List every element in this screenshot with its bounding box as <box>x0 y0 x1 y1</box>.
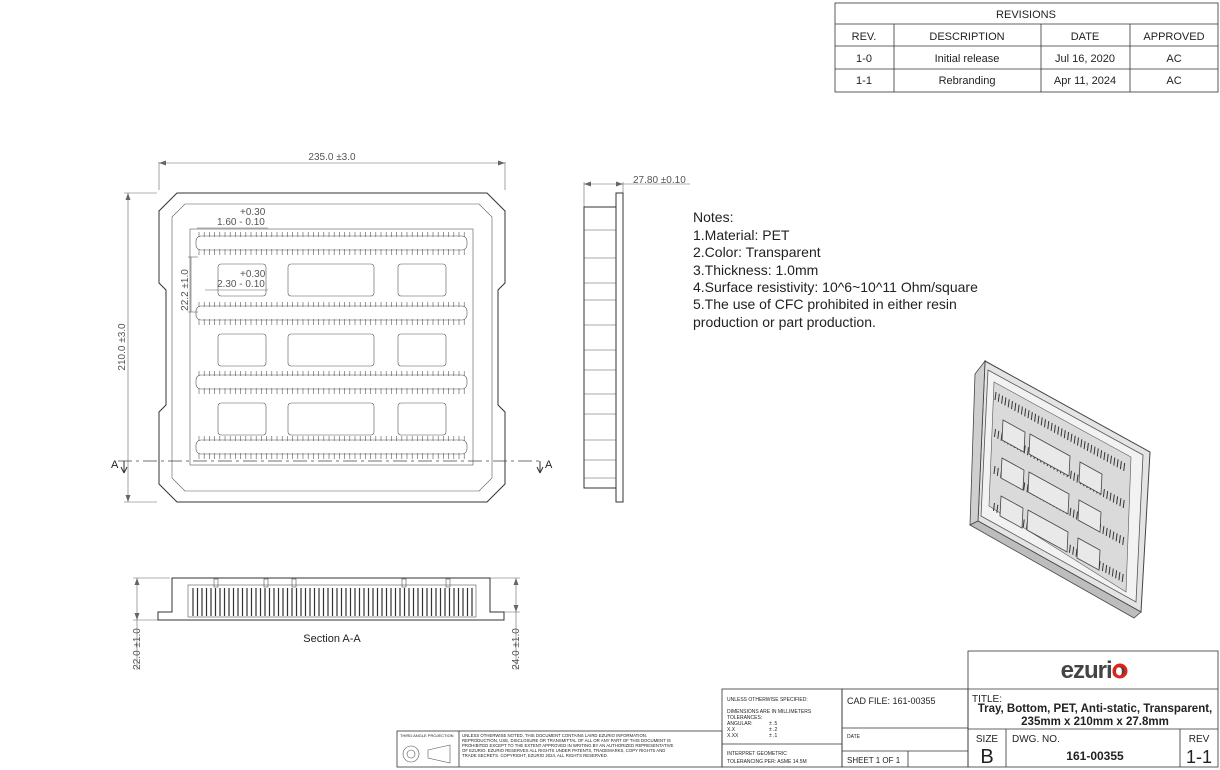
note-line: 2.Color: Transparent <box>693 244 821 260</box>
legal-line: OF EZURIO. EZURIO RESERVES ALL RIGHTS UN… <box>462 748 665 753</box>
pocket <box>397 263 447 297</box>
iso-pocket <box>1001 419 1026 453</box>
tolerances-label: TOLERANCES: <box>727 715 762 721</box>
date-label: DATE <box>847 734 861 740</box>
section-label: Section A-A <box>303 633 361 645</box>
legal-line: TRADE SECRETS. COPYRIGHT, EZURIO 2024, A… <box>462 753 608 758</box>
interpret-tolerancing: TOLERANCING PER: ASME 14.5M <box>727 759 807 765</box>
pocket <box>397 402 447 436</box>
note-line: 5.The use of CFC prohibited in either re… <box>693 296 957 312</box>
projection-label: THIRD ANGLE PROJECTION <box>400 733 454 738</box>
section-view: 22.0 ±1.0 24.0 ±1.0 Section A-A <box>132 577 522 670</box>
notes: Notes: 1.Material: PET 2.Color: Transpar… <box>693 209 978 330</box>
iso-pocket <box>1076 537 1101 571</box>
tolerance-row-value: ± .5 <box>769 721 778 727</box>
iso-pocket <box>1078 461 1103 495</box>
pitch-dimension: 22.2 ±1.0 <box>180 269 191 311</box>
tolerance-row-value: ± .1 <box>769 733 778 739</box>
iso-pocket <box>1027 471 1070 515</box>
note-line: 1.Material: PET <box>693 227 790 243</box>
section-height-left: 22.0 ±1.0 <box>132 628 143 670</box>
revisions-title: REVISIONS <box>996 9 1056 21</box>
tolerance-callout: 2.30 - 0.10 <box>217 279 265 290</box>
date-header: DATE <box>1071 31 1100 43</box>
rev-label: REV <box>1189 734 1210 745</box>
tolerance-row-label: X.XX <box>727 733 739 739</box>
tolerance-row-value: ± .2 <box>769 727 778 733</box>
slot-row <box>195 436 468 459</box>
tolerance-plus: +0.30 <box>240 269 266 280</box>
note-line: production or part production. <box>693 314 876 330</box>
iso-pocket <box>1077 499 1102 533</box>
iso-pocket <box>999 495 1024 529</box>
pocket <box>217 263 267 297</box>
pocket <box>397 333 447 367</box>
sheet-size: B <box>980 746 993 768</box>
date-cell: Jul 16, 2020 <box>1055 53 1115 65</box>
approved-header: APPROVED <box>1143 31 1204 43</box>
section-marker-left: A <box>111 459 119 471</box>
tolerance-plus: +0.30 <box>240 207 266 218</box>
logo-accent-icon <box>1112 663 1128 679</box>
pocket <box>287 333 375 367</box>
dwg-no-label: DWG. NO. <box>1012 734 1060 745</box>
height-dimension: 210.0 ±3.0 <box>117 323 128 371</box>
pocket <box>217 402 267 436</box>
isometric-view <box>969 359 1151 619</box>
section-marker-right: A <box>545 459 553 471</box>
note-line: 3.Thickness: 1.0mm <box>693 262 818 278</box>
dimensions-mm: DIMENSIONS ARE IN MILLIMETERS <box>727 709 812 715</box>
approved-cell: AC <box>1166 75 1181 87</box>
legal-line: UNLESS OTHERWISE NOTED, THIS DOCUMENT CO… <box>462 733 647 738</box>
notes-heading: Notes: <box>693 209 733 225</box>
description-header: DESCRIPTION <box>929 31 1004 43</box>
unless-specified: UNLESS OTHERWISE SPECIFIED: <box>727 697 808 703</box>
approved-cell: AC <box>1166 53 1181 65</box>
tolerance-row-label: ANGULAR: <box>727 721 753 727</box>
ezurio-logo: ezurio <box>1061 657 1126 684</box>
pocket <box>287 402 375 436</box>
legal-line: PROHIBITED EXCEPT TO THE EXTENT APPROVED… <box>462 743 674 748</box>
slot-row <box>195 302 468 367</box>
drawing-title-line2: 235mm x 210mm x 27.8mm <box>1021 716 1169 728</box>
tolerance-row-label: X.X <box>727 727 736 733</box>
revision: 1-1 <box>1186 747 1212 767</box>
pocket <box>217 333 267 367</box>
iso-pocket <box>1026 509 1069 553</box>
title-block: THIRD ANGLE PROJECTION UNLESS OTHERWISE … <box>396 650 1219 768</box>
legal-line: REPRODUCTION, USE, DISCLOSURE OR TRANSMI… <box>462 738 671 743</box>
section-height-right: 24.0 ±1.0 <box>511 628 522 670</box>
revisions-table: REVISIONS REV. DESCRIPTION DATE APPROVED… <box>834 2 1219 93</box>
rev-cell: 1-0 <box>856 53 872 65</box>
drawing-title-line1: Tray, Bottom, PET, Anti-static, Transpar… <box>978 703 1213 715</box>
cad-file: CAD FILE: 161-00355 <box>847 696 936 706</box>
pocket <box>287 263 375 297</box>
rev-cell: 1-1 <box>856 75 872 87</box>
iso-pocket <box>1028 433 1071 477</box>
thickness-dimension: 27.80 ±0.10 <box>633 175 686 186</box>
width-dimension: 235.0 ±3.0 <box>308 152 356 163</box>
slot-row <box>195 232 468 297</box>
third-angle-projection-icon <box>402 744 451 764</box>
interpret-geometric: INTERPRET GEOMETRIC <box>727 751 787 757</box>
tolerance-callout: 1.60 - 0.10 <box>217 217 265 228</box>
size-label: SIZE <box>976 734 999 745</box>
iso-pocket <box>1000 457 1025 491</box>
top-view: 235.0 ±3.0 210.0 ±3.0 22.2 ±1.0 +0.30 1.… <box>111 152 553 503</box>
description-cell: Rebranding <box>939 75 996 87</box>
date-cell: Apr 11, 2024 <box>1054 75 1116 87</box>
rev-header: REV. <box>852 31 877 43</box>
slot-row <box>195 371 468 436</box>
sheet-number: SHEET 1 OF 1 <box>847 756 901 765</box>
note-line: 4.Surface resistivity: 10^6~10^11 Ohm/sq… <box>693 279 978 295</box>
title-label: TITLE: <box>972 694 1002 705</box>
drawing-number: 161-00355 <box>1066 749 1124 763</box>
side-view: 27.80 ±0.10 <box>583 175 690 503</box>
description-cell: Initial release <box>935 53 1000 65</box>
